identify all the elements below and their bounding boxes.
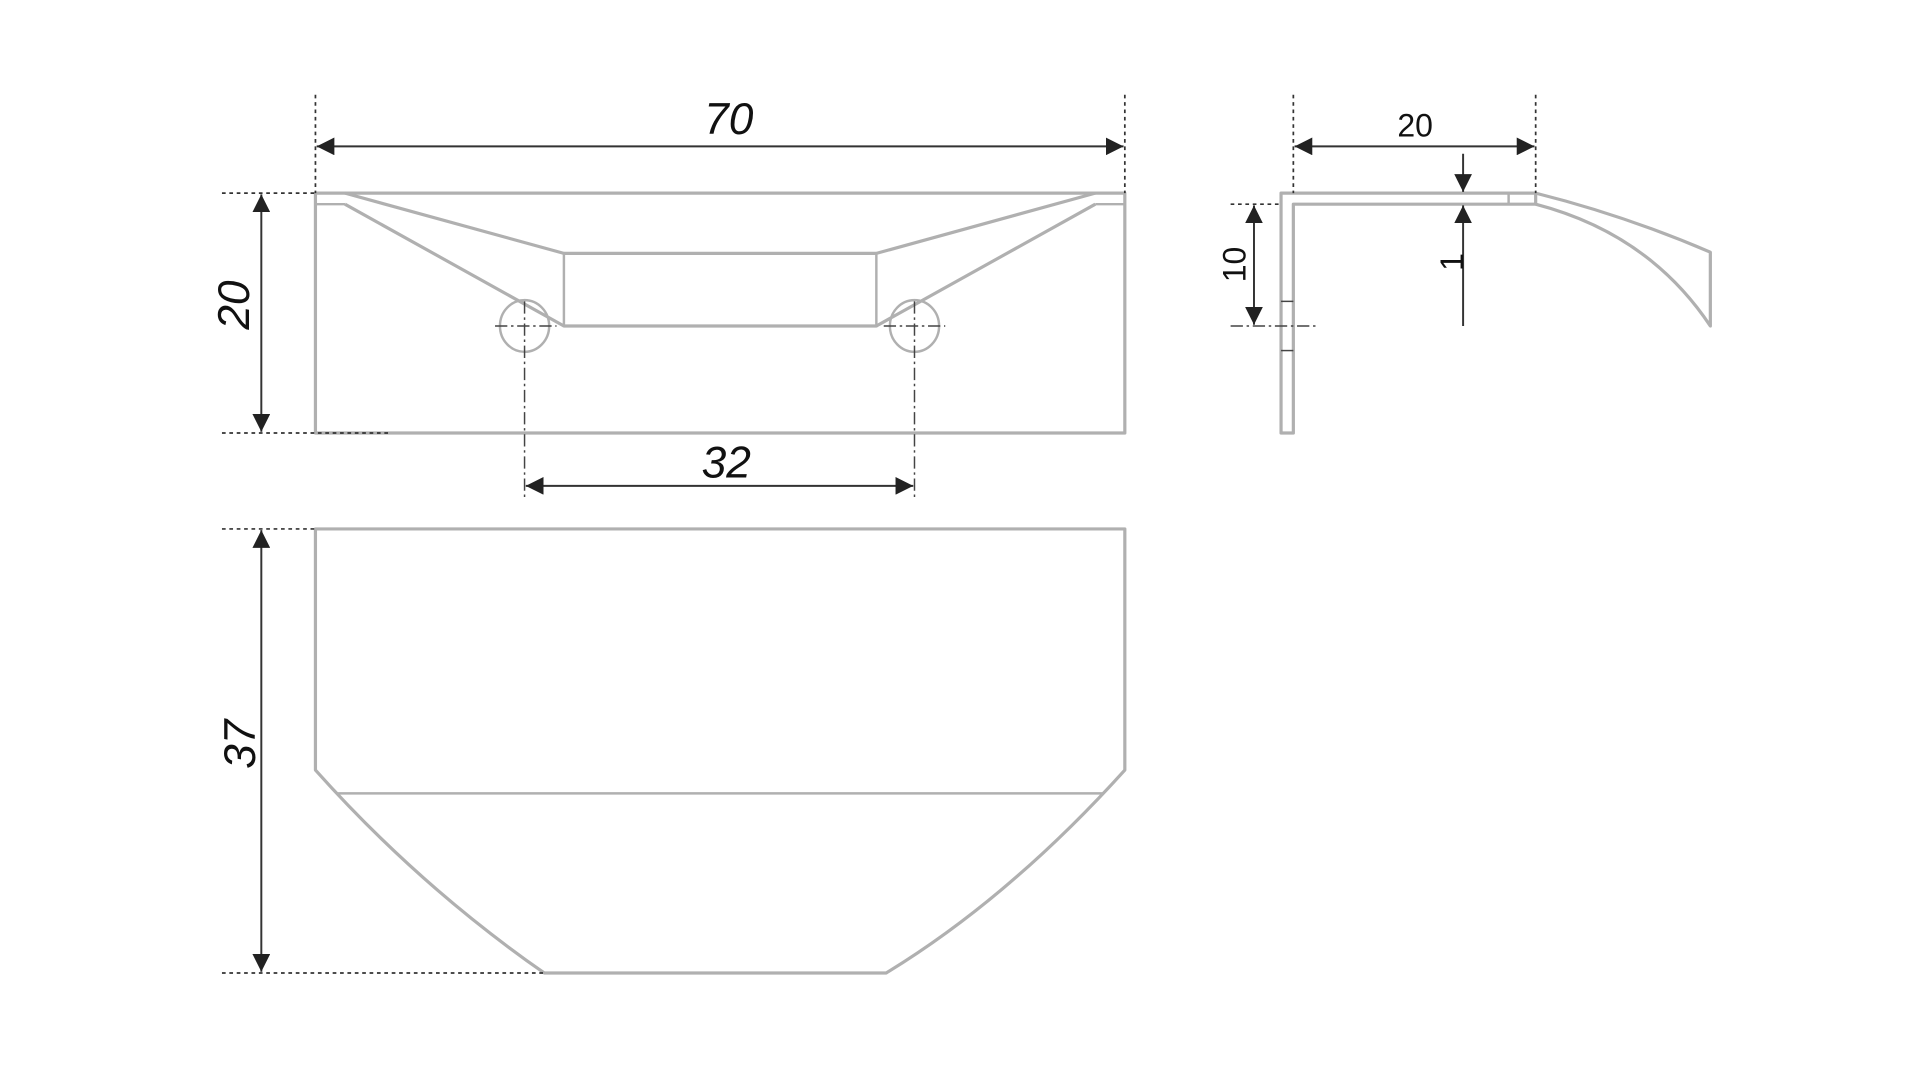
side-profile-bracket [1279, 191, 1538, 435]
recess-outer-edge [344, 191, 1096, 255]
hole-height-dimension-label: 10 [1216, 247, 1252, 283]
top-view: 37 [216, 527, 1127, 975]
handle-plate-outline [313, 191, 1127, 435]
hole-spacing-dimension-label: 32 [702, 438, 751, 487]
width-dimension-label: 70 [704, 95, 754, 144]
depth-dimension-label: 37 [216, 718, 265, 769]
height-dimension-label: 20 [210, 280, 259, 331]
projection-dimension-label: 20 [1397, 108, 1433, 144]
front-view: 70 20 32 [210, 94, 1127, 499]
handle-top-outline [313, 527, 1127, 975]
side-view: 20 10 1 [1216, 94, 1712, 435]
recess-floor [562, 252, 878, 328]
side-profile-lip [1535, 191, 1712, 328]
thickness-dimension-label: 1 [1434, 253, 1470, 271]
